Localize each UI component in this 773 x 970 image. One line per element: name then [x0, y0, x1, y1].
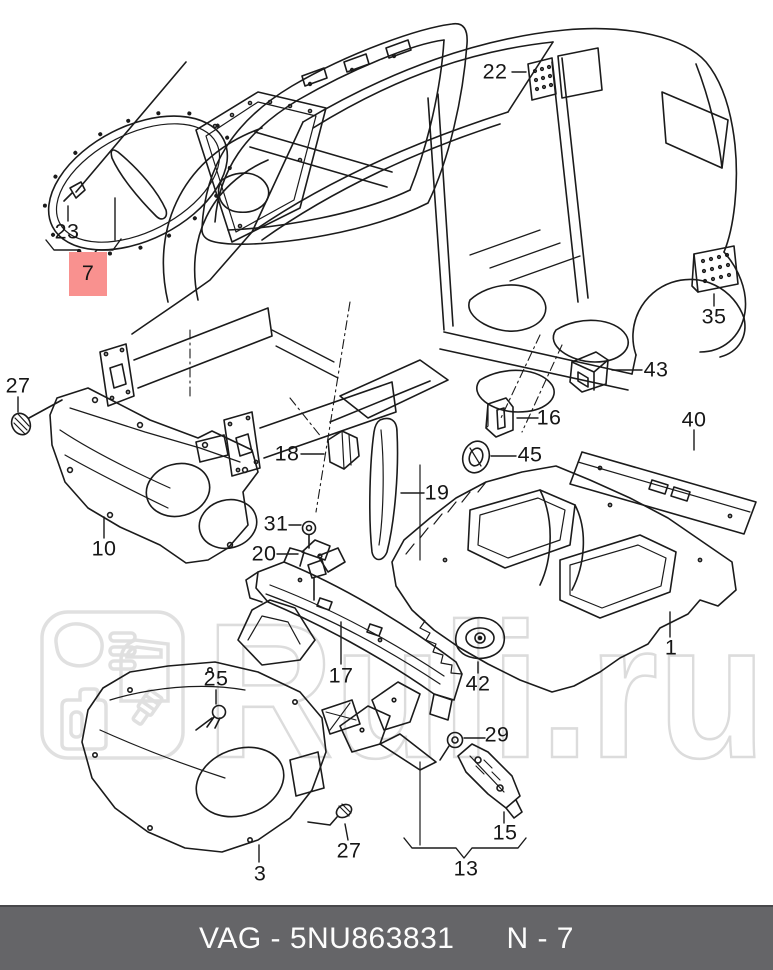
car-door-icon	[119, 638, 170, 703]
hood-liner-panel	[195, 91, 327, 243]
car-body-drawing	[99, 27, 747, 477]
part-22-pad	[527, 47, 603, 101]
part-label-35[interactable]: 35	[701, 304, 727, 329]
part-label-3[interactable]: 3	[253, 861, 267, 886]
part-35-pad	[691, 245, 739, 293]
part-label-45[interactable]: 45	[517, 442, 543, 467]
part-1-carpet	[391, 465, 737, 693]
headlight-icon	[54, 622, 137, 671]
part-7-seal-oval	[42, 61, 234, 256]
part-label-22[interactable]: 22	[482, 59, 508, 84]
footer-bar: VAG - 5NU863831 N - 7	[0, 905, 773, 970]
part-label-10[interactable]: 10	[91, 536, 117, 561]
oil-canister-icon	[60, 687, 108, 751]
part-label-15[interactable]: 15	[492, 820, 518, 845]
part-label-23[interactable]: 23	[54, 219, 80, 244]
part-label-27a[interactable]: 27	[5, 373, 31, 398]
part-17-crossmember	[245, 547, 463, 721]
leader-lines	[17, 71, 715, 863]
part-13-assembly	[321, 681, 437, 771]
part-25-clip	[195, 704, 227, 731]
part-42-grommet	[454, 616, 506, 660]
part-3-lower-panel	[81, 599, 327, 853]
part-label-16[interactable]: 16	[536, 405, 562, 430]
part-label-7[interactable]: 7	[69, 252, 107, 296]
part-label-13[interactable]: 13	[453, 856, 479, 881]
part-label-42[interactable]: 42	[465, 671, 491, 696]
part-19-pillar-pad	[369, 417, 399, 561]
part-label-27b[interactable]: 27	[336, 838, 362, 863]
part-label-1[interactable]: 1	[664, 635, 678, 660]
part-label-31[interactable]: 31	[263, 511, 289, 536]
part-27-clip-top	[10, 399, 63, 436]
part-label-19[interactable]: 19	[424, 480, 450, 505]
part-label-18[interactable]: 18	[274, 441, 300, 466]
part-label-20[interactable]: 20	[251, 541, 277, 566]
footer-catalog-code: VAG - 5NU863831	[199, 921, 455, 955]
part-43-damper	[569, 351, 609, 393]
part-label-25[interactable]: 25	[203, 666, 229, 691]
parts-diagram-svg: Ruli.ru	[10, 22, 767, 863]
part-label-17[interactable]: 17	[328, 663, 354, 688]
part-29-fastener	[439, 731, 464, 761]
part-label-29[interactable]: 29	[484, 722, 510, 747]
hood-drawing	[201, 22, 468, 245]
watermark-box	[40, 610, 185, 760]
diagram-stage: Ruli.ru	[5, 22, 767, 886]
part-18-wedge	[327, 430, 360, 470]
part-label-40[interactable]: 40	[681, 407, 707, 432]
part-40-sill-insulation	[569, 451, 757, 535]
part-label-43[interactable]: 43	[643, 357, 669, 382]
part-27-clip-bottom	[307, 803, 353, 826]
part-45-grommet	[461, 440, 491, 474]
part-16-damper	[485, 397, 514, 438]
footer-sheet-number: N - 7	[506, 921, 574, 955]
label-layer: 22 23 7 35 27 43 16 40 18 45 19 31 10 20 17 42 1 25 29 15 27…	[5, 59, 727, 886]
spark-plug-icon	[131, 688, 164, 726]
part-31-nut	[301, 520, 317, 549]
part-15-bracket	[457, 743, 523, 819]
part-10-dash-insulation	[49, 387, 259, 564]
